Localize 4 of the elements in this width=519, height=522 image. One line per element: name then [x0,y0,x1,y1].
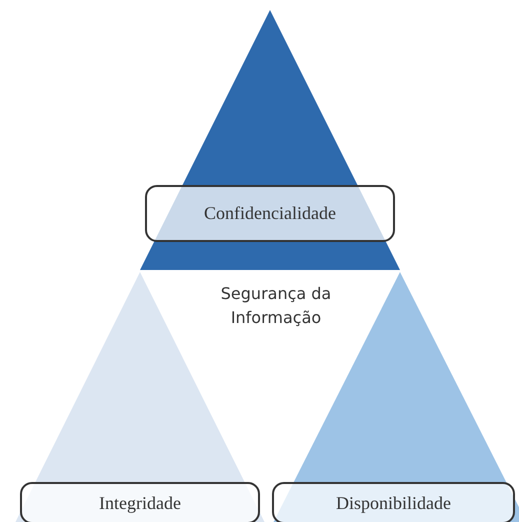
label-box: Integridade [20,482,260,522]
label-box: Disponibilidade [272,482,515,522]
center-label: Segurança da Informação [220,283,332,329]
label-box: Confidencialidade [145,185,395,242]
